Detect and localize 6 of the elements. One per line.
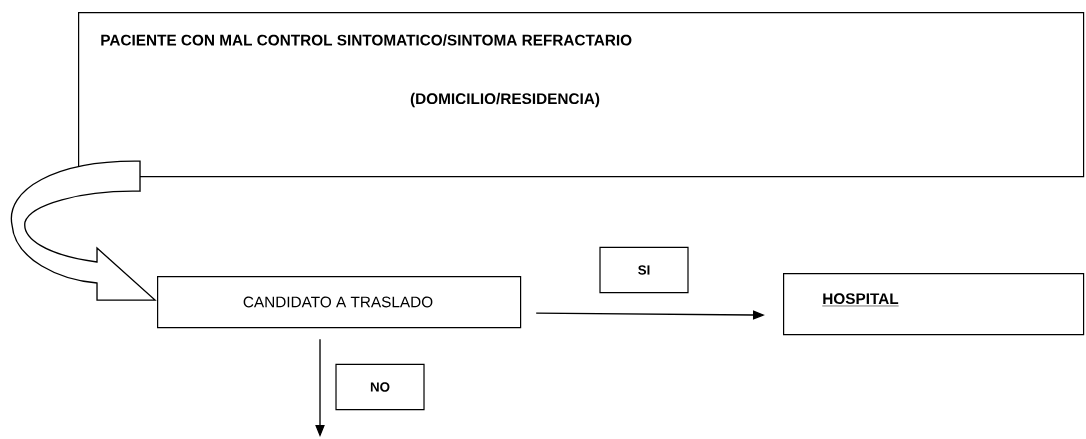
process-box: HOSPITAL — [783, 273, 1085, 336]
process-box: CANDIDATO A TRASLADO — [157, 276, 522, 329]
process-box: PACIENTE CON MAL CONTROL SINTOMATICO/SINTOMA REFRACTARIO (DOMICILIO/RESIDENCIA) — [78, 12, 1085, 178]
edge-label: SI — [599, 246, 689, 294]
curved-arrow — [10, 160, 156, 301]
edge-label: NO — [335, 363, 425, 411]
